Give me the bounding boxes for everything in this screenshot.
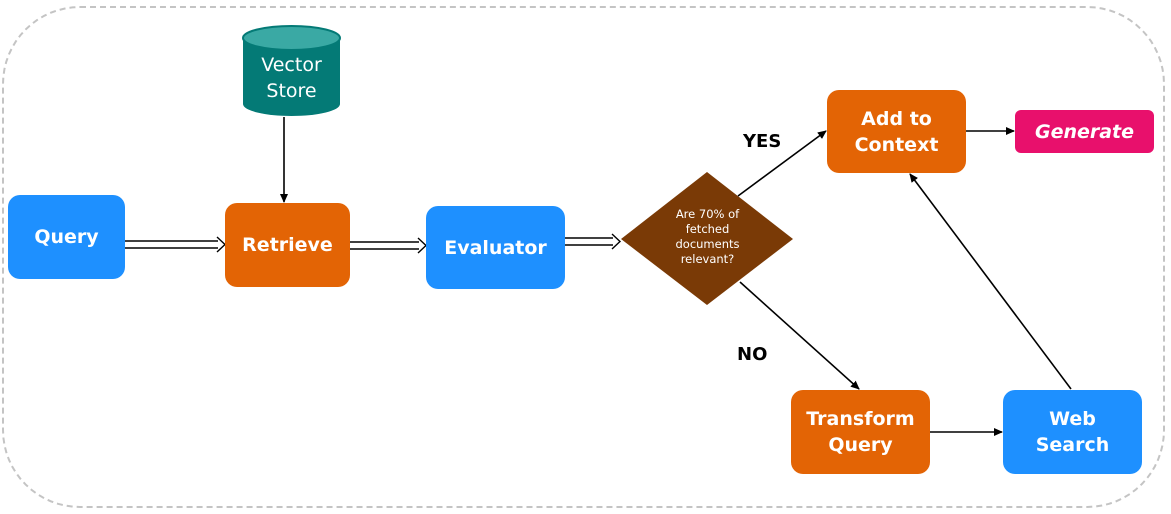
- double-arrow-evaluator-to-decision: [565, 233, 622, 250]
- decision-label: Are 70% of fetched documents relevant?: [675, 207, 740, 266]
- arrow-yes-to-add-context: [737, 130, 827, 197]
- vector-store-label: Vector Store: [261, 54, 322, 102]
- vector-store-cylinder: [242, 25, 341, 116]
- double-arrow-query-to-retrieve: [125, 236, 227, 253]
- decision-diamond: [621, 172, 793, 305]
- no-label: NO: [737, 344, 768, 365]
- retrieve-node: Retrieve: [225, 203, 350, 287]
- arrow-no-to-transform: [739, 281, 860, 390]
- diagram-frame: [2, 6, 1165, 508]
- add-to-context-node: Add to Context: [827, 90, 966, 173]
- query-node: Query: [8, 195, 125, 279]
- transform-query-node: Transform Query: [791, 390, 930, 474]
- double-arrow-retrieve-to-evaluator: [350, 237, 428, 254]
- yes-label: YES: [743, 131, 782, 152]
- web-search-node: Web Search: [1003, 390, 1142, 474]
- evaluator-node: Evaluator: [426, 206, 565, 289]
- generate-node: Generate: [1015, 110, 1154, 153]
- arrow-web-to-context: [909, 173, 1072, 390]
